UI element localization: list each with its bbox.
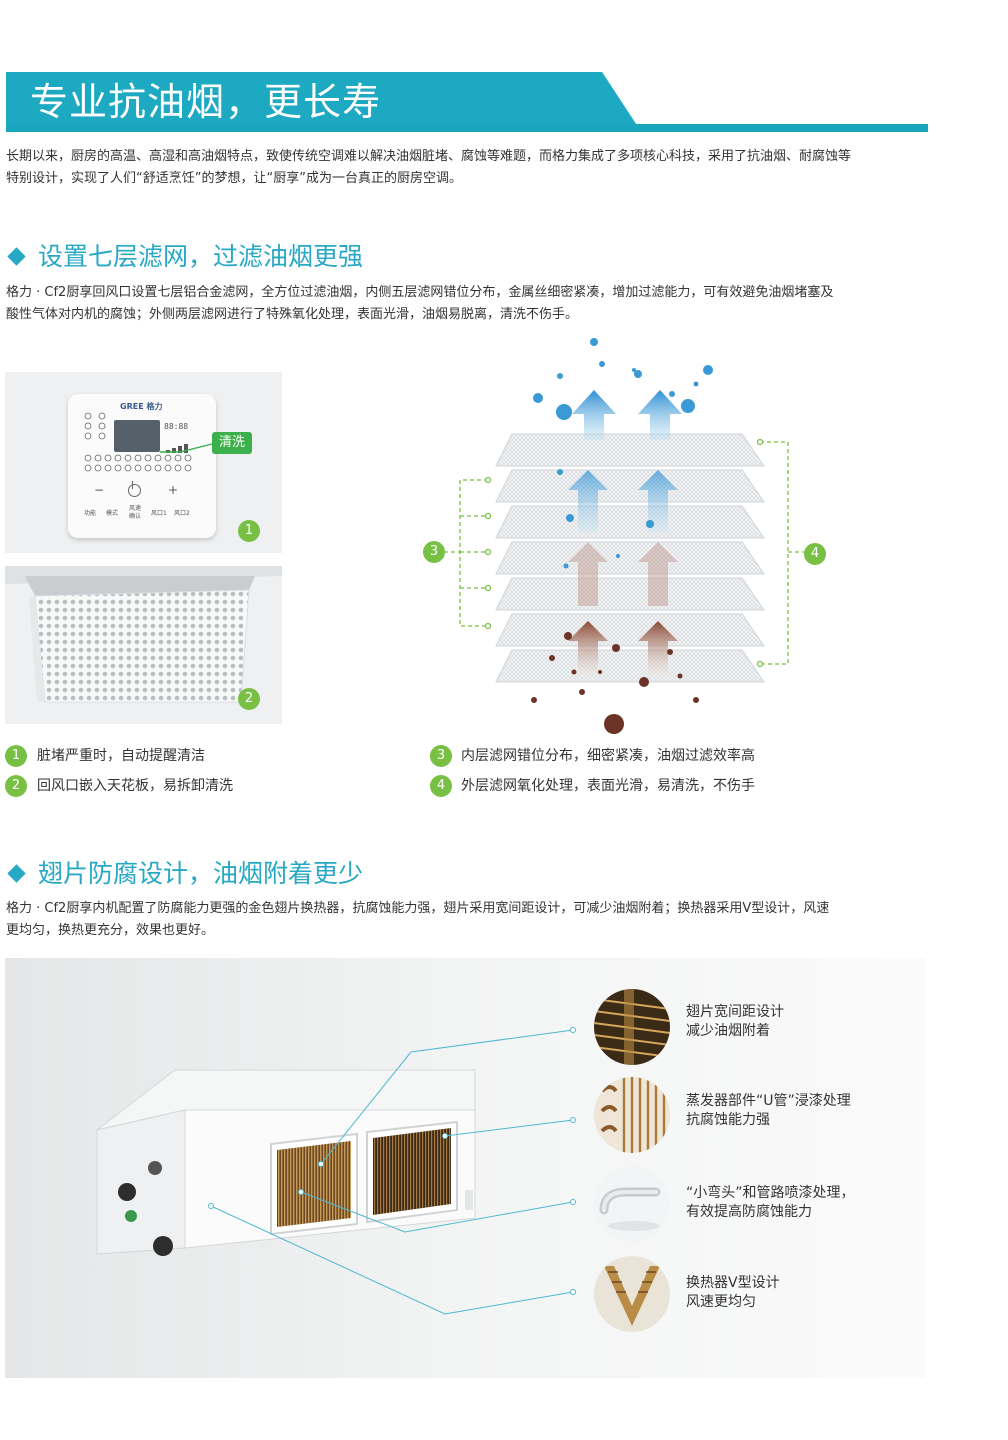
remote-lcd-screen bbox=[114, 420, 160, 452]
badge-1: 1 bbox=[238, 520, 260, 542]
remote-button-label: 风速 bbox=[129, 505, 142, 512]
legend-text-4: 外层滤网氧化处理，表面光滑，易清洗，不伤手 bbox=[461, 778, 755, 794]
section-paragraph-filter: 格力 · Cf2厨享回风口设置七层铝合金滤网，全方位过滤油烟，内侧五层滤网错位分… bbox=[6, 285, 834, 322]
feature-1: 翅片宽间距设计 减少油烟附着 bbox=[686, 1004, 784, 1039]
remote-button-label: 风口1 bbox=[151, 510, 167, 517]
indoor-unit-image bbox=[96, 1027, 576, 1315]
feature-4: 换热器V型设计 风速更均匀 bbox=[686, 1275, 780, 1310]
section-title-filter: 设置七层滤网，过滤油烟更强 bbox=[38, 242, 364, 271]
u-tube-detail bbox=[594, 1077, 670, 1153]
diamond-bullet-icon bbox=[7, 247, 26, 266]
legend-badge-4: 4 bbox=[430, 775, 452, 797]
badge-4: 4 bbox=[804, 543, 826, 565]
remote-icon-grid bbox=[84, 412, 192, 472]
remote-button-label: 模式 bbox=[106, 510, 119, 517]
remote-button-label: 风口2 bbox=[174, 510, 190, 517]
intro-paragraph: 长期以来，厨房的高温、高湿和高油烟特点，致使传统空调难以解决油烟脏堵、腐蚀等难题… bbox=[6, 149, 852, 186]
power-icon bbox=[128, 484, 141, 497]
v-exchanger-detail bbox=[594, 1256, 670, 1332]
clean-indicator-tag: 清洗 bbox=[212, 432, 252, 454]
legend-badge-1: 1 bbox=[5, 745, 27, 767]
remote-lcd-digits: 88:88 bbox=[164, 422, 189, 431]
title-banner bbox=[6, 72, 928, 132]
legend-badge-2: 2 bbox=[5, 775, 27, 797]
fin-spacing-detail bbox=[594, 989, 670, 1065]
remote-button-label: 功能 bbox=[84, 510, 97, 517]
minus-button: − bbox=[94, 483, 105, 497]
diamond-bullet-icon bbox=[7, 864, 26, 883]
section-title-fins: 翅片防腐设计，油烟附着更少 bbox=[38, 859, 364, 888]
legend-text-1: 脏堵严重时，自动提醒清洁 bbox=[37, 748, 205, 764]
plus-button: + bbox=[168, 483, 179, 497]
elbow-pipe-detail bbox=[594, 1166, 670, 1242]
return-grille-image bbox=[5, 566, 282, 703]
feature-2: 蒸发器部件“U管”浸漆处理 抗腐蚀能力强 bbox=[686, 1093, 851, 1128]
page-title: 专业抗油烟，更长寿 bbox=[30, 80, 382, 124]
gree-logo: GREE 格力 bbox=[120, 402, 163, 411]
remote-controller bbox=[68, 394, 216, 538]
legend-text-3: 内层滤网错位分布，细密紧凑，油烟过滤效率高 bbox=[461, 748, 755, 764]
legend-badge-3: 3 bbox=[430, 745, 452, 767]
feature-3: “小弯头”和管路喷漆处理， 有效提高防腐蚀能力 bbox=[686, 1185, 855, 1220]
filter-layers-diagram bbox=[444, 338, 804, 734]
badge-2: 2 bbox=[238, 688, 260, 710]
power-icon-stem bbox=[132, 481, 134, 489]
section-paragraph-fins: 格力 · Cf2厨享内机配置了防腐能力更强的金色翅片换热器，抗腐蚀能力强，翅片采… bbox=[6, 901, 830, 938]
remote-button-label: 确认 bbox=[129, 513, 142, 520]
legend-text-2: 回风口嵌入天花板，易拆卸清洗 bbox=[37, 778, 233, 794]
badge-3: 3 bbox=[423, 541, 445, 563]
tag-pointer-icon bbox=[160, 443, 213, 453]
